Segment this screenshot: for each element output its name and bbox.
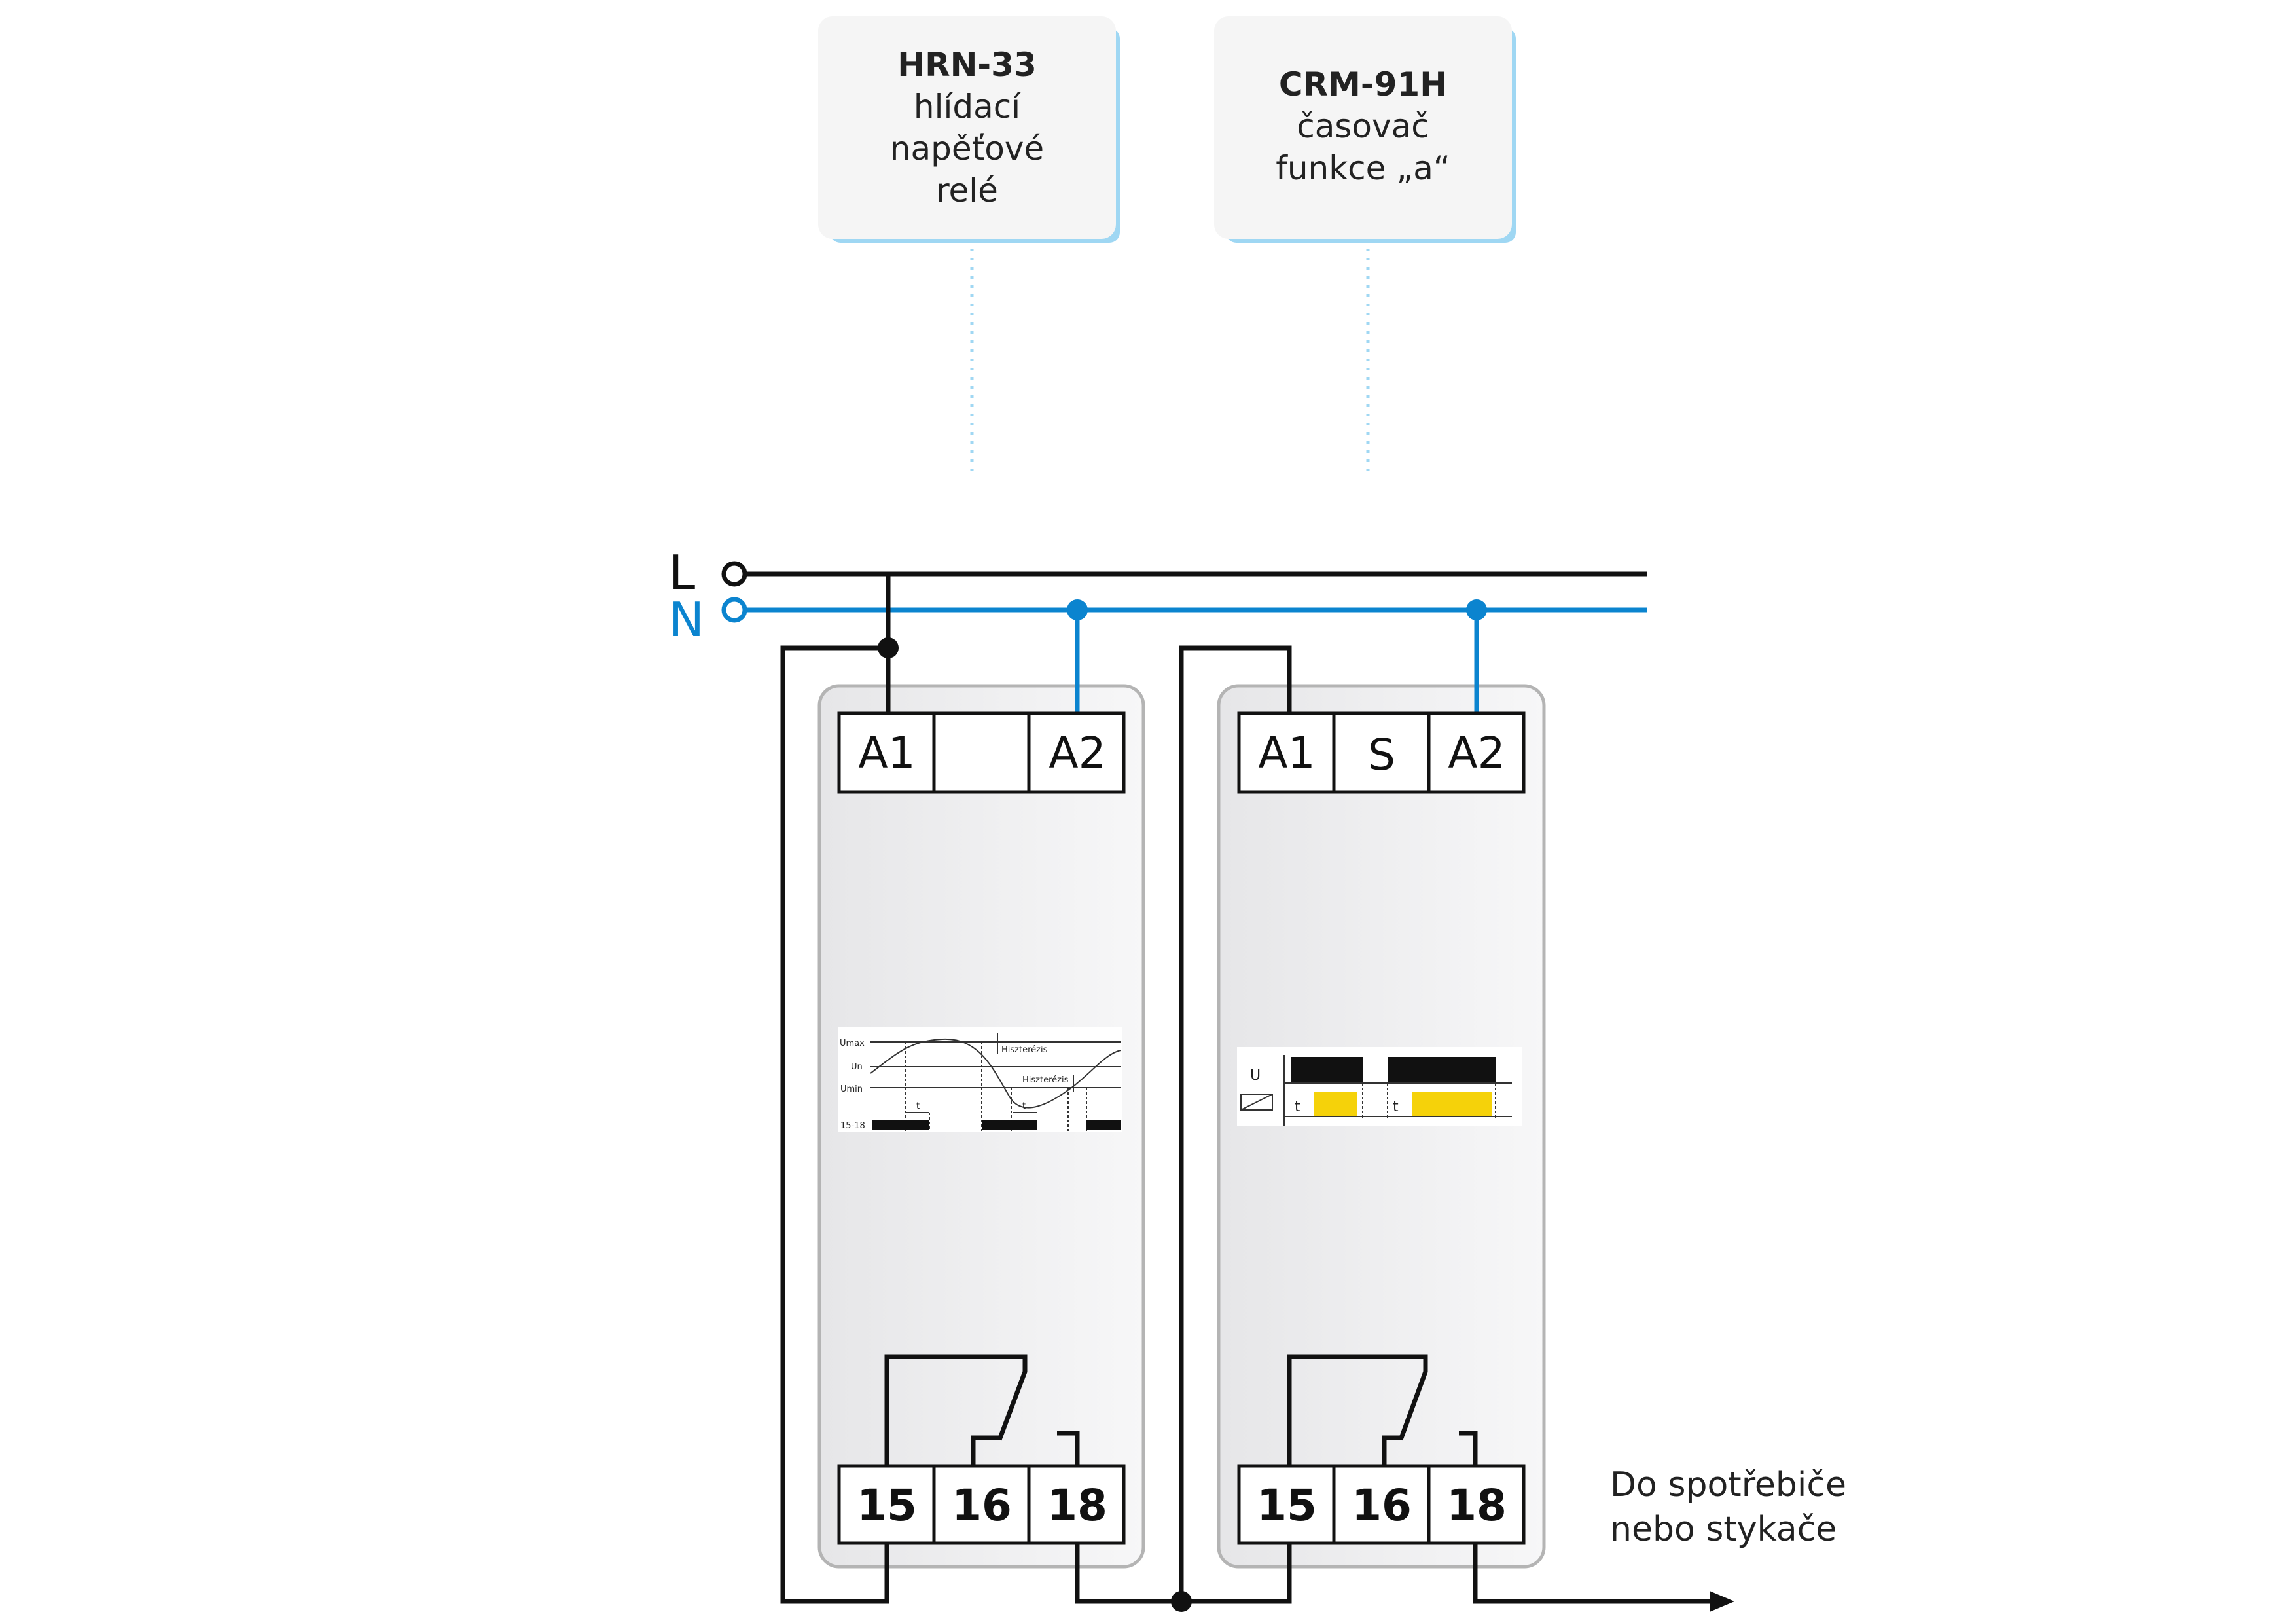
hrn33-graph-hyst-2: Hiszterézis	[1022, 1075, 1069, 1085]
crm91h-terminal-a1: A1	[1258, 728, 1315, 778]
crm91h-terminal-18: 18	[1446, 1480, 1507, 1531]
crm91h-model: CRM-91H	[1278, 65, 1448, 103]
hrn33-graph-hyst-1: Hiszterézis	[1001, 1045, 1048, 1055]
hrn33-graph-t-2: t	[1022, 1101, 1026, 1111]
hrn33-graph-umin: Umin	[840, 1084, 863, 1094]
output-note-line-1: Do spotřebiče	[1610, 1465, 1846, 1505]
crm91h-body	[1217, 684, 1546, 1569]
junction-dot	[878, 637, 899, 658]
output-arrow	[1710, 1591, 1734, 1612]
junction-dot	[1466, 599, 1487, 620]
hrn33-desc-2: napěťové	[889, 130, 1045, 168]
hrn33-function-graph: Umax Un Umin Hiszterézis Hiszterézis t t…	[838, 1027, 1122, 1132]
crm91h-terminal-16: 16	[1352, 1480, 1412, 1531]
n-label: N	[669, 592, 704, 647]
hrn33-graph-t-1: t	[916, 1101, 920, 1111]
junction-dot	[1067, 599, 1088, 620]
hrn33-terminal-a2: A2	[1049, 728, 1105, 778]
hrn33-graph-un: Un	[851, 1062, 863, 1072]
crm91h-graph-t-2: t	[1393, 1099, 1399, 1115]
crm91h-bottom-terminals: 15 16 18	[1237, 1464, 1526, 1545]
output-note: Do spotřebiče nebo stykače	[1610, 1463, 1846, 1552]
hrn33-terminal-16: 16	[952, 1480, 1012, 1531]
crm91h-top-terminals: A1 S A2	[1237, 711, 1526, 794]
crm91h-function-graph: U t t	[1237, 1047, 1522, 1126]
hrn33-bottom-terminals: 15 16 18	[837, 1464, 1126, 1545]
hrn33-model: HRN-33	[897, 46, 1037, 84]
junction-dot	[1171, 1591, 1192, 1612]
crm91h-graph-u: U	[1250, 1067, 1261, 1084]
hrn33-graph-output: 15-18	[840, 1121, 865, 1131]
hrn33-desc-3: relé	[936, 171, 998, 209]
hrn33-top-terminals: A1 A2	[837, 711, 1126, 794]
hrn33-callout: HRN-33 hlídací napěťové relé	[818, 16, 1116, 239]
n-line	[721, 597, 1647, 623]
crm91h-graph-t-1: t	[1295, 1099, 1300, 1115]
l-line	[721, 561, 1647, 587]
crm91h-desc-2: funkce „a“	[1276, 149, 1450, 187]
hrn33-graph-umax: Umax	[840, 1039, 865, 1048]
crm91h-terminal-a2: A2	[1448, 728, 1505, 778]
crm91h-callout: CRM-91H časovač funkce „a“	[1214, 16, 1512, 239]
hrn33-terminal-a1: A1	[858, 728, 915, 778]
n-wires	[1075, 610, 1479, 713]
output-note-line-2: nebo stykače	[1610, 1510, 1837, 1549]
crm91h-terminal-s: S	[1368, 730, 1395, 780]
l-label: L	[669, 545, 695, 600]
hrn33-terminal-18: 18	[1047, 1480, 1107, 1531]
hrn33-desc-1: hlídací	[913, 88, 1021, 126]
black-wires	[780, 574, 1713, 1604]
hrn33-terminal-15: 15	[857, 1480, 917, 1531]
crm91h-terminal-15: 15	[1257, 1480, 1317, 1531]
crm91h-desc-1: časovač	[1297, 107, 1429, 145]
